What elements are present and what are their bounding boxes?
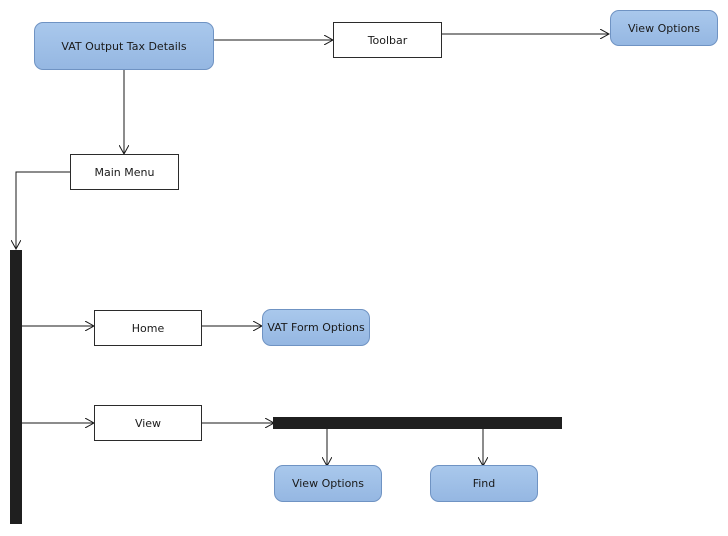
view-node[interactable]: View: [94, 405, 202, 441]
vat-output-tax-details-node[interactable]: VAT Output Tax Details: [34, 22, 214, 70]
fork-bar-vertical: [10, 250, 22, 524]
view-options-top-node[interactable]: View Options: [610, 10, 718, 46]
fork-bar-horizontal: [273, 417, 562, 429]
arrow-main-menu-to-fork: [16, 171, 70, 249]
view-options-bottom-node[interactable]: View Options: [274, 465, 382, 502]
vat-form-options-node[interactable]: VAT Form Options: [262, 309, 370, 346]
find-node[interactable]: Find: [430, 465, 538, 502]
toolbar-node[interactable]: Toolbar: [333, 22, 442, 58]
main-menu-node[interactable]: Main Menu: [70, 154, 179, 190]
home-node[interactable]: Home: [94, 310, 202, 346]
